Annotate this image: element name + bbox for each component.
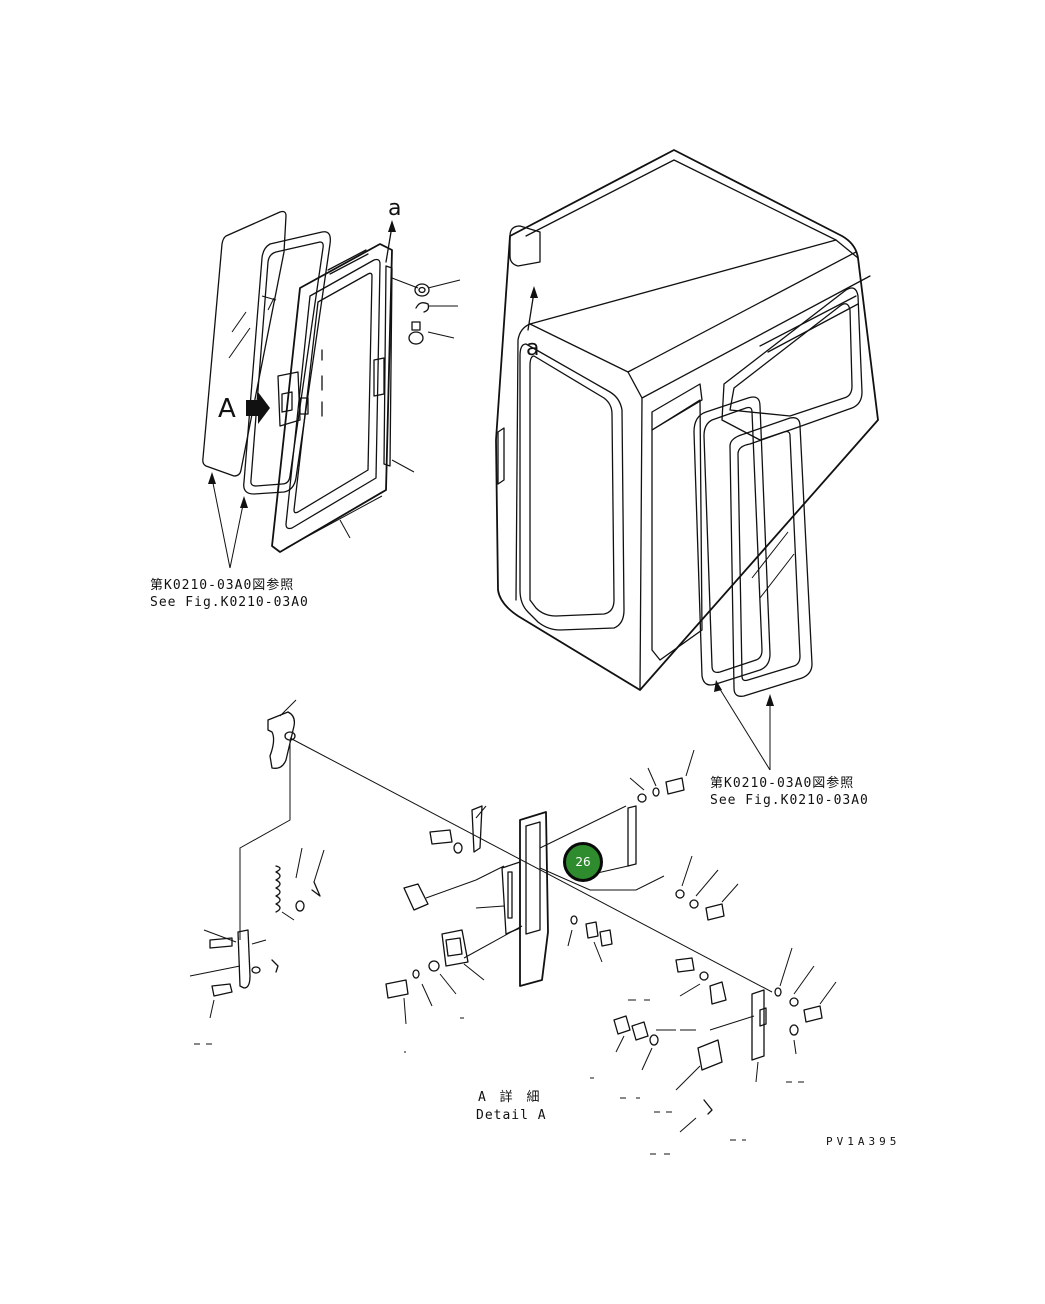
- drawing-code: PV1A395: [826, 1135, 901, 1148]
- door-seal-left: [243, 231, 331, 495]
- view-arrow-icon: [246, 392, 270, 424]
- part-callout-26[interactable]: 26: [563, 842, 603, 882]
- detail-title-jp: A 詳 細: [478, 1090, 543, 1105]
- cab-body: [495, 149, 879, 691]
- ref-label-jp-left: 第K0210-03A0図参照: [150, 578, 295, 593]
- ref-label-jp-right: 第K0210-03A0図参照: [710, 776, 855, 791]
- door-glass-left: [202, 210, 287, 477]
- handle: [267, 699, 297, 769]
- ref-label-en-right: See Fig.K0210-03A0: [710, 793, 869, 808]
- mark-a-top: a: [388, 196, 402, 221]
- cab-window-seal: [693, 396, 771, 686]
- ref-label-en-left: See Fig.K0210-03A0: [150, 595, 309, 610]
- view-label-a: A: [218, 394, 236, 424]
- mark-a-cab: a: [526, 336, 540, 361]
- lock-plate: [501, 811, 549, 987]
- door-frame: [271, 243, 393, 553]
- cab-window-glass: [729, 417, 813, 697]
- detail-title-en: Detail A: [476, 1108, 547, 1123]
